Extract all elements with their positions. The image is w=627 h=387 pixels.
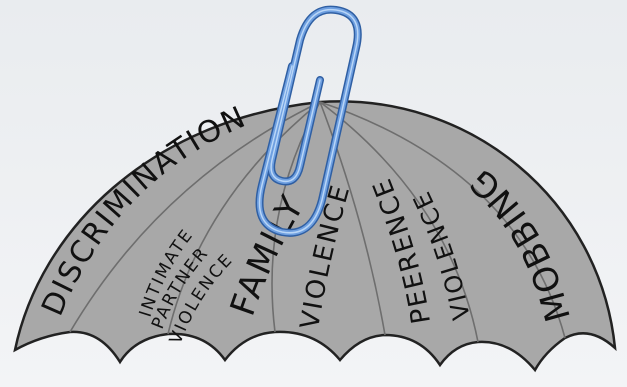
umbrella-illustration: DISCRIMINATION INTIMATE PARTNER VIOLENCE… (0, 0, 627, 387)
illustration-stage: DISCRIMINATION INTIMATE PARTNER VIOLENCE… (0, 0, 627, 387)
